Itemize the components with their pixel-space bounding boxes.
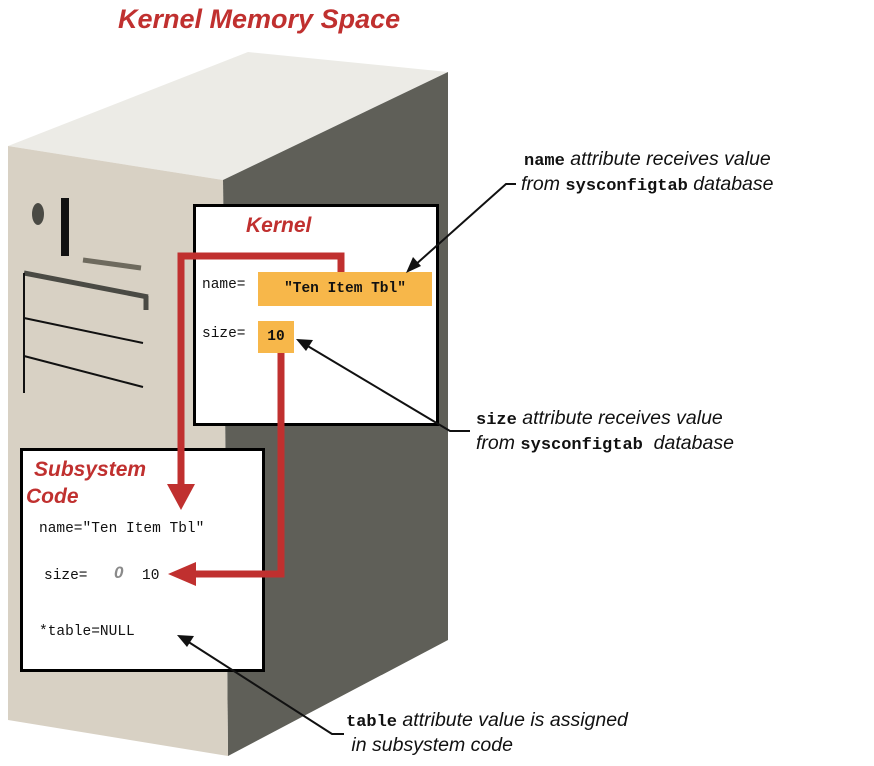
name-note-line1: attribute receives value (564, 148, 771, 170)
vent-line (23, 355, 144, 388)
size-annotation: size attribute receives value from sysco… (476, 406, 734, 457)
subsystem-size-label: size= (44, 568, 88, 584)
kernel-title: Kernel (246, 214, 312, 237)
vent-line (23, 317, 144, 344)
size-flow-arrow (190, 353, 285, 578)
kernel-name-value: "Ten Item Tbl" (258, 272, 432, 306)
kernel-size-label: size= (202, 326, 246, 342)
name-keyword: name (524, 152, 565, 171)
subsystem-size-default: 0 (114, 563, 124, 582)
table-pointer (186, 640, 344, 735)
cabinet-top-face (8, 52, 448, 180)
name-flow-arrowhead (167, 484, 195, 510)
table-annotation: table attribute value is assigned in sub… (346, 708, 628, 758)
subsystem-code-box (20, 448, 265, 672)
table-pointer-head (177, 635, 194, 647)
kernel-size-value: 10 (258, 321, 294, 353)
drive-slot-icon (61, 198, 69, 256)
name-note-prefix: from (521, 173, 566, 196)
name-flow-arrow (177, 252, 345, 490)
name-pointer (413, 183, 516, 267)
subsystem-title-line1: Subsystem (34, 458, 147, 481)
subsystem-name-line: name="Ten Item Tbl" (39, 521, 205, 537)
subsystem-size-value: 10 (142, 568, 160, 584)
name-pointer-head (406, 257, 421, 273)
page-title: Kernel Memory Space (118, 4, 401, 34)
panel-line (82, 257, 142, 271)
size-pointer (305, 344, 470, 432)
size-note-db: sysconfigtab (520, 436, 643, 456)
table-note-line2: in subsystem code (346, 734, 513, 757)
size-note-line1: attribute receives value (516, 407, 723, 429)
size-pointer-head (296, 339, 313, 351)
size-note-prefix: from (476, 432, 521, 455)
table-note-line1: attribute value is assigned (397, 709, 628, 731)
kernel-box (193, 204, 439, 426)
size-note-suffix: database (642, 432, 734, 455)
name-note-suffix: database (687, 173, 774, 196)
size-flow-arrowhead (168, 562, 196, 586)
size-keyword: size (476, 411, 517, 430)
subsystem-title-line2: Code (26, 485, 79, 508)
table-keyword: table (346, 713, 398, 732)
name-note-db: sysconfigtab (565, 177, 688, 197)
power-led-icon (32, 203, 44, 225)
kernel-name-label: name= (202, 277, 246, 293)
panel-line (23, 270, 149, 300)
name-annotation: name attribute receives value from sysco… (521, 147, 774, 198)
subsystem-table-line: *table=NULL (39, 624, 135, 640)
